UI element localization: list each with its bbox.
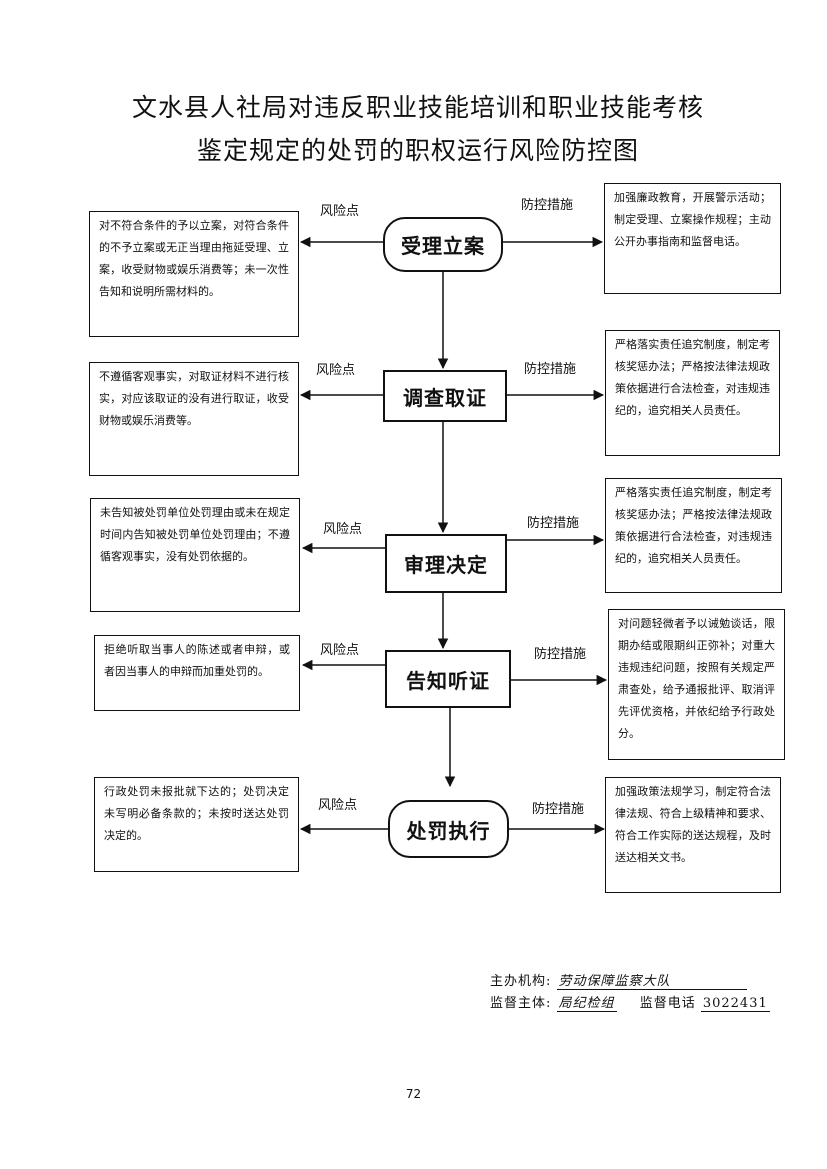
footer-host: 主办机构: 劳动保障监察大队 [490,970,747,990]
risk-label-5: 风险点 [318,798,358,813]
step-node-4: 告知听证 [385,650,511,708]
step-node-2: 调查取证 [383,370,507,422]
footer-phone-value: 3022431 [700,996,770,1012]
control-box-3: 严格落实责任追究制度，制定考核奖惩办法；严格按法律法规政策依据进行合法检查，对违… [605,478,782,593]
risk-label-2: 风险点 [316,363,356,378]
footer-supervisor-label: 监督主体: [490,996,552,1011]
step-node-1: 受理立案 [383,217,503,272]
footer-phone-label: 监督电话 [639,996,696,1011]
risk-label-4: 风险点 [320,643,360,658]
footer-supervisor: 监督主体: 局纪检组 监督电话 3022431 [490,992,770,1012]
control-label-3: 防控措施 [527,516,580,531]
risk-box-3: 未告知被处罚单位处罚理由或未在规定时间内告知被处罚单位处罚理由；不遵循客观事实，… [90,498,300,612]
risk-label-3: 风险点 [323,522,363,537]
footer-host-value: 劳动保障监察大队 [556,970,747,990]
footer-supervisor-value: 局纪检组 [556,996,617,1012]
step-node-3: 审理决定 [385,534,507,593]
footer-host-label: 主办机构: [490,974,552,989]
page-title-line1: 文水县人社局对违反职业技能培训和职业技能考核 [131,93,704,122]
control-box-1: 加强廉政教育，开展警示活动；制定受理、立案操作规程；主动公开办事指南和监督电话。 [604,183,781,294]
control-label-5: 防控措施 [532,802,585,817]
step-node-5: 处罚执行 [388,800,509,858]
page-number: 72 [405,1087,422,1101]
control-label-4: 防控措施 [534,647,587,662]
control-box-5: 加强政策法规学习，制定符合法律法规、符合上级精神和要求、符合工作实际的送达规程，… [605,777,781,893]
control-label-1: 防控措施 [521,198,574,213]
control-box-2: 严格落实责任追究制度，制定考核奖惩办法；严格按法律法规政策依据进行合法检查，对违… [605,330,780,456]
control-label-2: 防控措施 [524,362,577,377]
page-title-line2: 鉴定规定的处罚的职权运行风险防控图 [196,136,639,165]
risk-box-1: 对不符合条件的予以立案，对符合条件的不予立案或无正当理由拖延受理、立案，收受财物… [89,211,299,337]
risk-label-1: 风险点 [320,204,360,219]
risk-box-5: 行政处罚未报批就下达的；处罚决定未写明必备条款的；未按时送达处罚决定的。 [94,777,299,872]
risk-box-2: 不遵循客观事实，对取证材料不进行核实，对应该取证的没有进行取证，收受财物或娱乐消… [89,362,299,476]
control-box-4: 对问题轻微者予以诫勉谈话，限期办结或限期纠正弥补；对重大违规违纪问题，按照有关规… [608,609,785,760]
risk-box-4: 拒绝听取当事人的陈述或者申辩，或者因当事人的申辩而加重处罚的。 [94,635,300,711]
